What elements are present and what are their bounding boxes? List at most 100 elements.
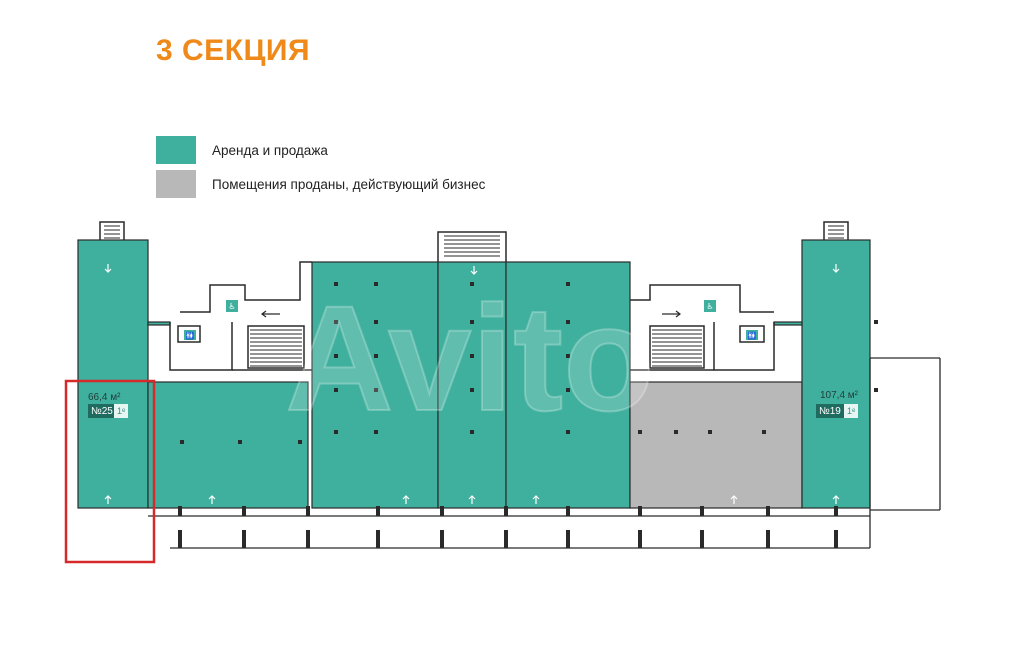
core-left	[169, 261, 312, 371]
arrow-left-icon	[261, 310, 280, 318]
unit-floor-label: 1ᵉ	[847, 406, 856, 416]
legend-item-available: Аренда и продажа	[156, 136, 328, 164]
arrow-up-icon	[468, 495, 476, 504]
column	[374, 388, 378, 392]
column	[708, 430, 712, 434]
terrace-post	[566, 530, 570, 548]
terrace-post	[178, 530, 182, 548]
column	[334, 320, 338, 324]
restroom-icon: 🚻	[184, 330, 196, 340]
column	[566, 282, 570, 286]
legend-item-sold: Помещения проданы, действующий бизнес	[156, 170, 485, 198]
arrow-up-icon	[208, 495, 216, 504]
arrow-down-icon	[470, 266, 478, 275]
arrow-up-icon	[832, 495, 840, 504]
legend-label-available: Аренда и продажа	[212, 142, 328, 158]
column	[334, 354, 338, 358]
unit-right-tower[interactable]	[801, 239, 871, 509]
terrace-post	[242, 530, 246, 548]
column	[334, 282, 338, 286]
terrace-post	[834, 530, 838, 548]
column	[374, 320, 378, 324]
terrace-post	[638, 530, 642, 548]
terrace-post	[566, 506, 570, 516]
terrace-post	[638, 506, 642, 516]
svg-text:♿: ♿	[228, 302, 235, 311]
column	[374, 354, 378, 358]
unit-floor-label: 1ᵉ	[117, 406, 126, 416]
core-right	[630, 284, 775, 371]
column	[374, 282, 378, 286]
column	[566, 430, 570, 434]
column	[638, 430, 642, 434]
unit-area-label: 107,4 м²	[820, 390, 859, 401]
terrace	[148, 357, 941, 549]
column	[470, 282, 474, 286]
column	[334, 430, 338, 434]
terrace-post	[440, 530, 444, 548]
arrow-up-icon	[532, 495, 540, 504]
restroom-icon: 🚻	[746, 330, 758, 340]
arrow-down-icon	[104, 264, 112, 273]
unit-number-label: №19	[819, 406, 841, 417]
column	[470, 354, 474, 358]
terrace-post	[178, 506, 182, 516]
terrace-post	[504, 530, 508, 548]
column	[566, 320, 570, 324]
column	[334, 388, 338, 392]
corridor-left	[147, 321, 171, 326]
svg-text:🚻: 🚻	[186, 331, 195, 340]
terrace-post	[306, 506, 310, 516]
unit-area-label: 66,4 м²	[88, 392, 121, 403]
terrace-post	[834, 506, 838, 516]
arrow-up-icon	[402, 495, 410, 504]
column	[238, 440, 242, 444]
unit-label-19: 107,4 м² №19 1ᵉ	[816, 390, 859, 418]
elevator-icon: ♿	[226, 300, 238, 312]
svg-text:🚻: 🚻	[748, 331, 757, 340]
column	[762, 430, 766, 434]
legend-label-sold: Помещения проданы, действующий бизнес	[212, 176, 486, 192]
legend-swatch-sold	[156, 170, 196, 198]
column	[674, 430, 678, 434]
column	[298, 440, 302, 444]
unit-left-tower[interactable]	[77, 239, 149, 509]
terrace-post	[242, 506, 246, 516]
terrace-post	[504, 506, 508, 516]
selected-unit-highlight	[64, 379, 156, 564]
column	[874, 388, 878, 392]
unit-left-wing[interactable]	[147, 381, 309, 509]
corridor-right	[773, 321, 803, 326]
terrace-post	[306, 530, 310, 548]
column	[566, 388, 570, 392]
unit-number-label: №25	[91, 406, 113, 417]
column	[470, 430, 474, 434]
legend-swatch-available	[156, 136, 196, 164]
watermark: Avito	[285, 274, 654, 442]
terrace-post	[376, 506, 380, 516]
column	[874, 320, 878, 324]
arrow-down-icon	[832, 264, 840, 273]
terrace-post	[766, 530, 770, 548]
terrace-post	[700, 530, 704, 548]
unit-center-2[interactable]	[437, 261, 507, 509]
section-title: 3 СЕКЦИЯ	[156, 34, 311, 67]
core-top	[99, 221, 849, 262]
terrace-post	[766, 506, 770, 516]
arrow-right-icon	[662, 310, 681, 318]
unit-center-1[interactable]	[311, 261, 439, 509]
column	[566, 354, 570, 358]
terrace-post	[440, 506, 444, 516]
column	[470, 320, 474, 324]
arrow-up-icon	[104, 495, 112, 504]
arrow-up-icon	[730, 495, 738, 504]
column	[374, 430, 378, 434]
column	[470, 388, 474, 392]
terrace-post	[376, 530, 380, 548]
elevator-icon: ♿	[704, 300, 716, 312]
terrace-post	[700, 506, 704, 516]
unit-label-25: 66,4 м² №25 1ᵉ	[88, 392, 128, 418]
column	[180, 440, 184, 444]
unit-sold[interactable]	[629, 381, 803, 509]
